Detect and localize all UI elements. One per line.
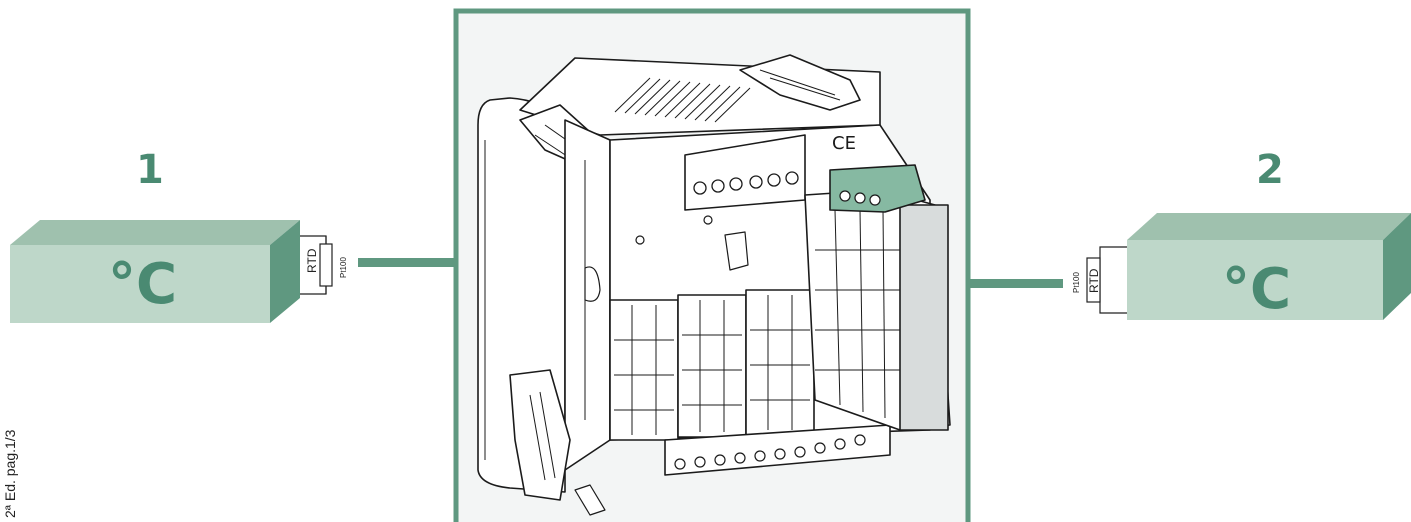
box-1-side [270,220,300,323]
channel-1-sensor-type: Pt100 [339,257,348,278]
channel-2-unit: °C [1222,257,1292,322]
box-2-side [1383,213,1411,320]
rtd-module-grid [815,209,900,419]
channel-2-sensor-label: RTD [1087,268,1101,293]
rtd-sensor-2 [1086,246,1127,314]
box-2-top [1127,213,1411,240]
ce-mark: CE [832,133,856,154]
module-cover-2 [677,294,747,438]
page-footer: 2ª Ed. pag.1/3 [2,429,18,518]
device-illustration [477,54,951,516]
top-vents [614,77,751,123]
rtd-green-connector [829,164,926,213]
rtd-module-side [899,204,949,431]
box-1-front [10,245,270,323]
top-terminal-screws [693,171,799,195]
module-covers [609,289,815,441]
channel-1-unit: °C [108,252,178,317]
green-connector-screws [839,190,881,206]
rtd-sensor-1 [300,235,333,295]
bottom-clip [509,369,571,501]
module-cover-1 [609,299,679,441]
channel-1-sensor-label: RTD [305,248,319,273]
module-cover-3 [745,289,815,436]
temperature-box-1 [10,220,300,323]
bottom-terminal-screws [674,434,866,470]
temperature-box-2 [1127,213,1411,320]
box-1-top [10,220,300,245]
channel-2-sensor-type: Pt100 [1072,272,1081,293]
top-clip-right [739,54,861,111]
box-2-front [1127,240,1383,320]
channel-1-number: 1 [136,147,164,193]
connector-line-1 [358,258,454,267]
module-cover-grid [614,295,810,435]
channel-2-number: 2 [1256,147,1284,193]
connector-line-2 [969,279,1063,288]
